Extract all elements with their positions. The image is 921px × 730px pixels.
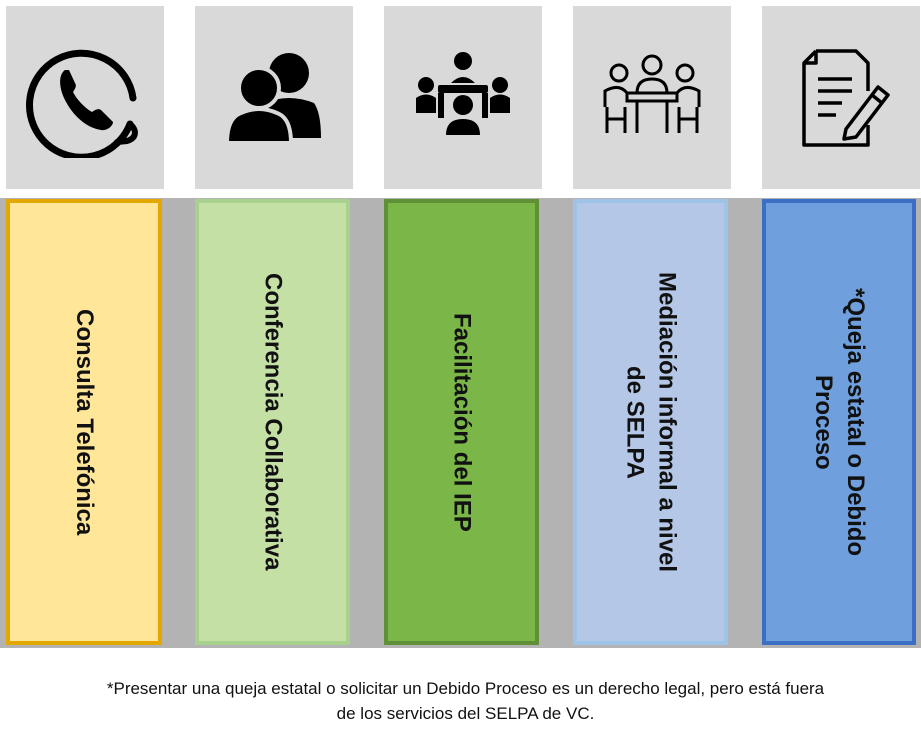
column-consulta: Consulta Telefónica	[6, 199, 162, 645]
two-people-icon	[224, 52, 321, 145]
column-queja: *Queja estatal o Debido Proceso	[762, 199, 916, 645]
column-label-conferencia: Conferencia Collaborativa	[259, 273, 287, 571]
column-label-facilitacion: Facilitación del IEP	[448, 312, 476, 532]
icon-tile-consulta	[6, 6, 164, 189]
icon-tile-conferencia	[195, 6, 353, 189]
icon-tile-mediacion	[573, 6, 731, 189]
phone-icon	[26, 49, 138, 158]
footnote: *Presentar una queja estatal o solicitar…	[106, 679, 825, 723]
column-facilitacion: Facilitación del IEP	[384, 199, 539, 645]
document-pen-icon	[802, 48, 890, 147]
icon-tile-queja	[762, 6, 920, 189]
meeting-table-icon	[416, 51, 510, 135]
icon-tile-facilitacion	[384, 6, 542, 189]
column-label-queja: *Queja estatal o Debido Proceso	[810, 287, 869, 557]
column-conferencia: Conferencia Collaborativa	[195, 199, 350, 645]
column-mediacion: Mediación informal a nivel de SELPA	[573, 199, 728, 645]
column-label-mediacion: Mediación informal a nivel de SELPA	[621, 271, 681, 573]
column-label-consulta: Consulta Telefónica	[71, 308, 98, 536]
conference-icon	[603, 54, 701, 133]
